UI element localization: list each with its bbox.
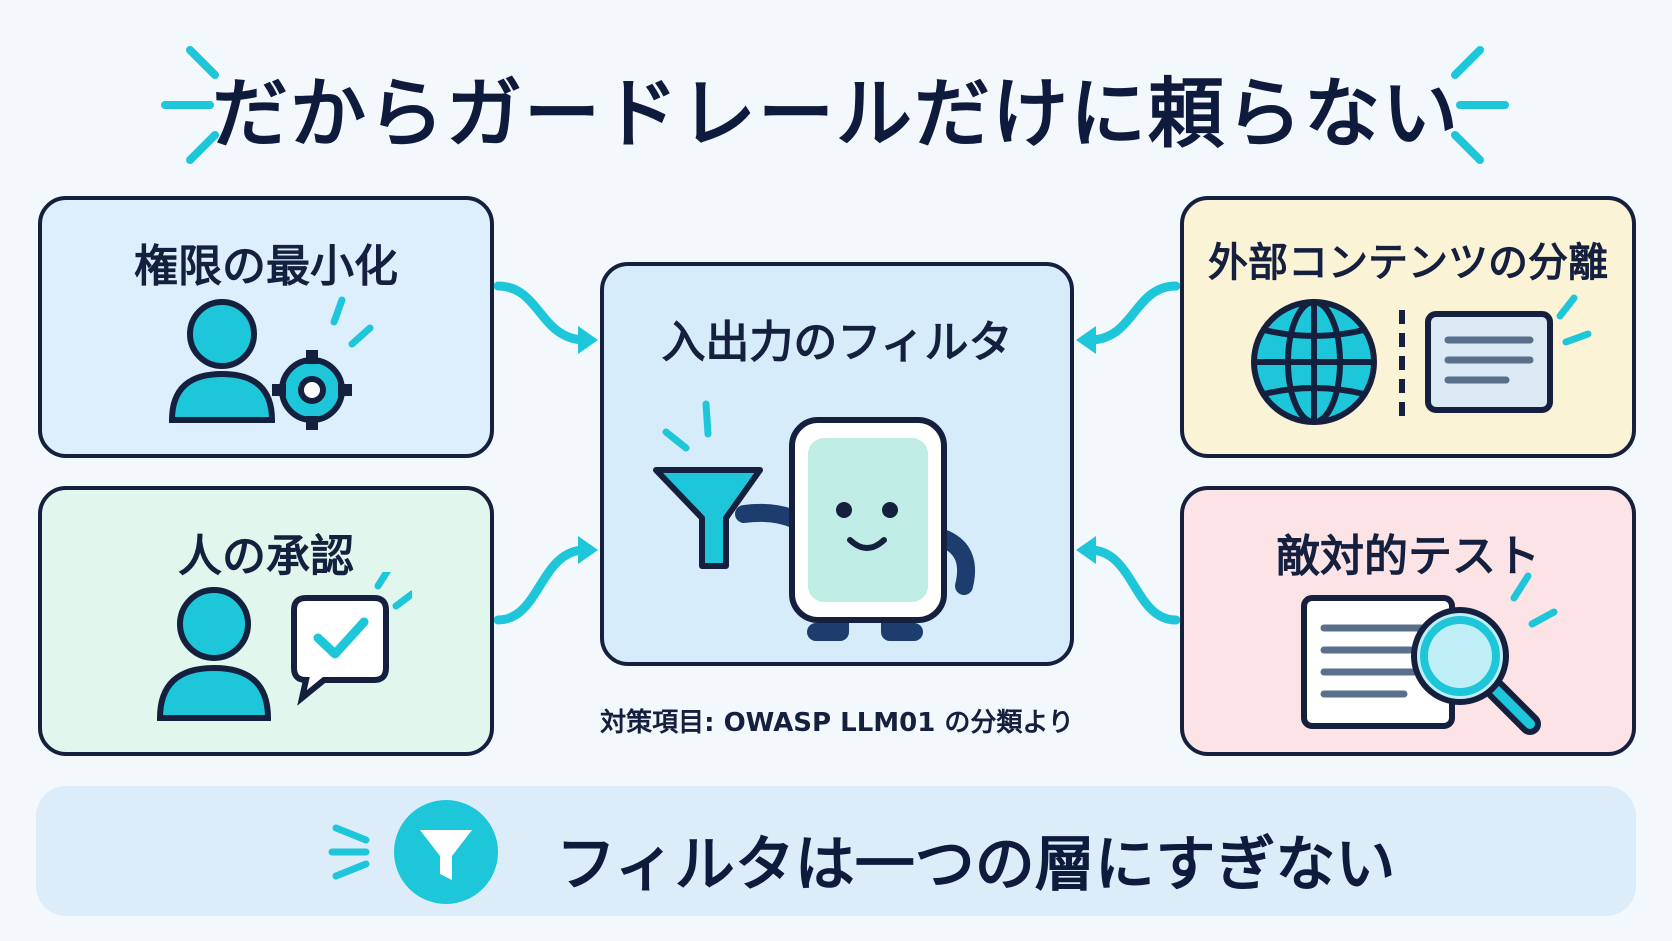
card-human-approval-label: 人の承認: [178, 531, 354, 582]
summary-banner: フィルタは一つの層にすぎない: [36, 786, 1636, 916]
arrow-bl: [493, 545, 590, 625]
arrow-tr: [1085, 281, 1181, 345]
card-io-filter-label: 入出力のフィルタ: [661, 317, 1013, 368]
card-least-privilege: 権限の最小化: [38, 196, 494, 458]
arrow-tl: [493, 281, 590, 345]
card-least-privilege-label: 権限の最小化: [134, 241, 398, 292]
arrow-br: [1085, 545, 1181, 625]
user-gear-icon: [168, 296, 374, 430]
title-burst-left-icon: [161, 46, 219, 164]
banner-text: フィルタは一つの層にすぎない: [556, 830, 1396, 900]
page-title: だからガードレールだけに頼らない: [212, 69, 1460, 158]
banner-burst-icon: [328, 824, 370, 880]
card-content-separation-label: 外部コンテンツの分離: [1208, 240, 1608, 286]
funnel-icon: [394, 800, 498, 904]
title-burst-right-icon: [1451, 46, 1509, 164]
card-adversarial-testing: 敵対的テスト: [1180, 486, 1636, 756]
card-adversarial-testing-label: 敵対的テスト: [1276, 531, 1540, 582]
user-approval-icon: [156, 572, 412, 721]
card-human-approval: 人の承認: [38, 486, 494, 756]
globe-separation-icon: [1251, 294, 1592, 425]
card-content-separation: 外部コンテンツの分離: [1180, 196, 1636, 458]
filter-mascot-icon: [653, 400, 976, 641]
card-io-filter: 入出力のフィルタ: [600, 262, 1074, 666]
document-magnifier-icon: [1301, 572, 1558, 735]
source-note: 対策項目: OWASP LLM01 の分類より: [600, 708, 1074, 738]
